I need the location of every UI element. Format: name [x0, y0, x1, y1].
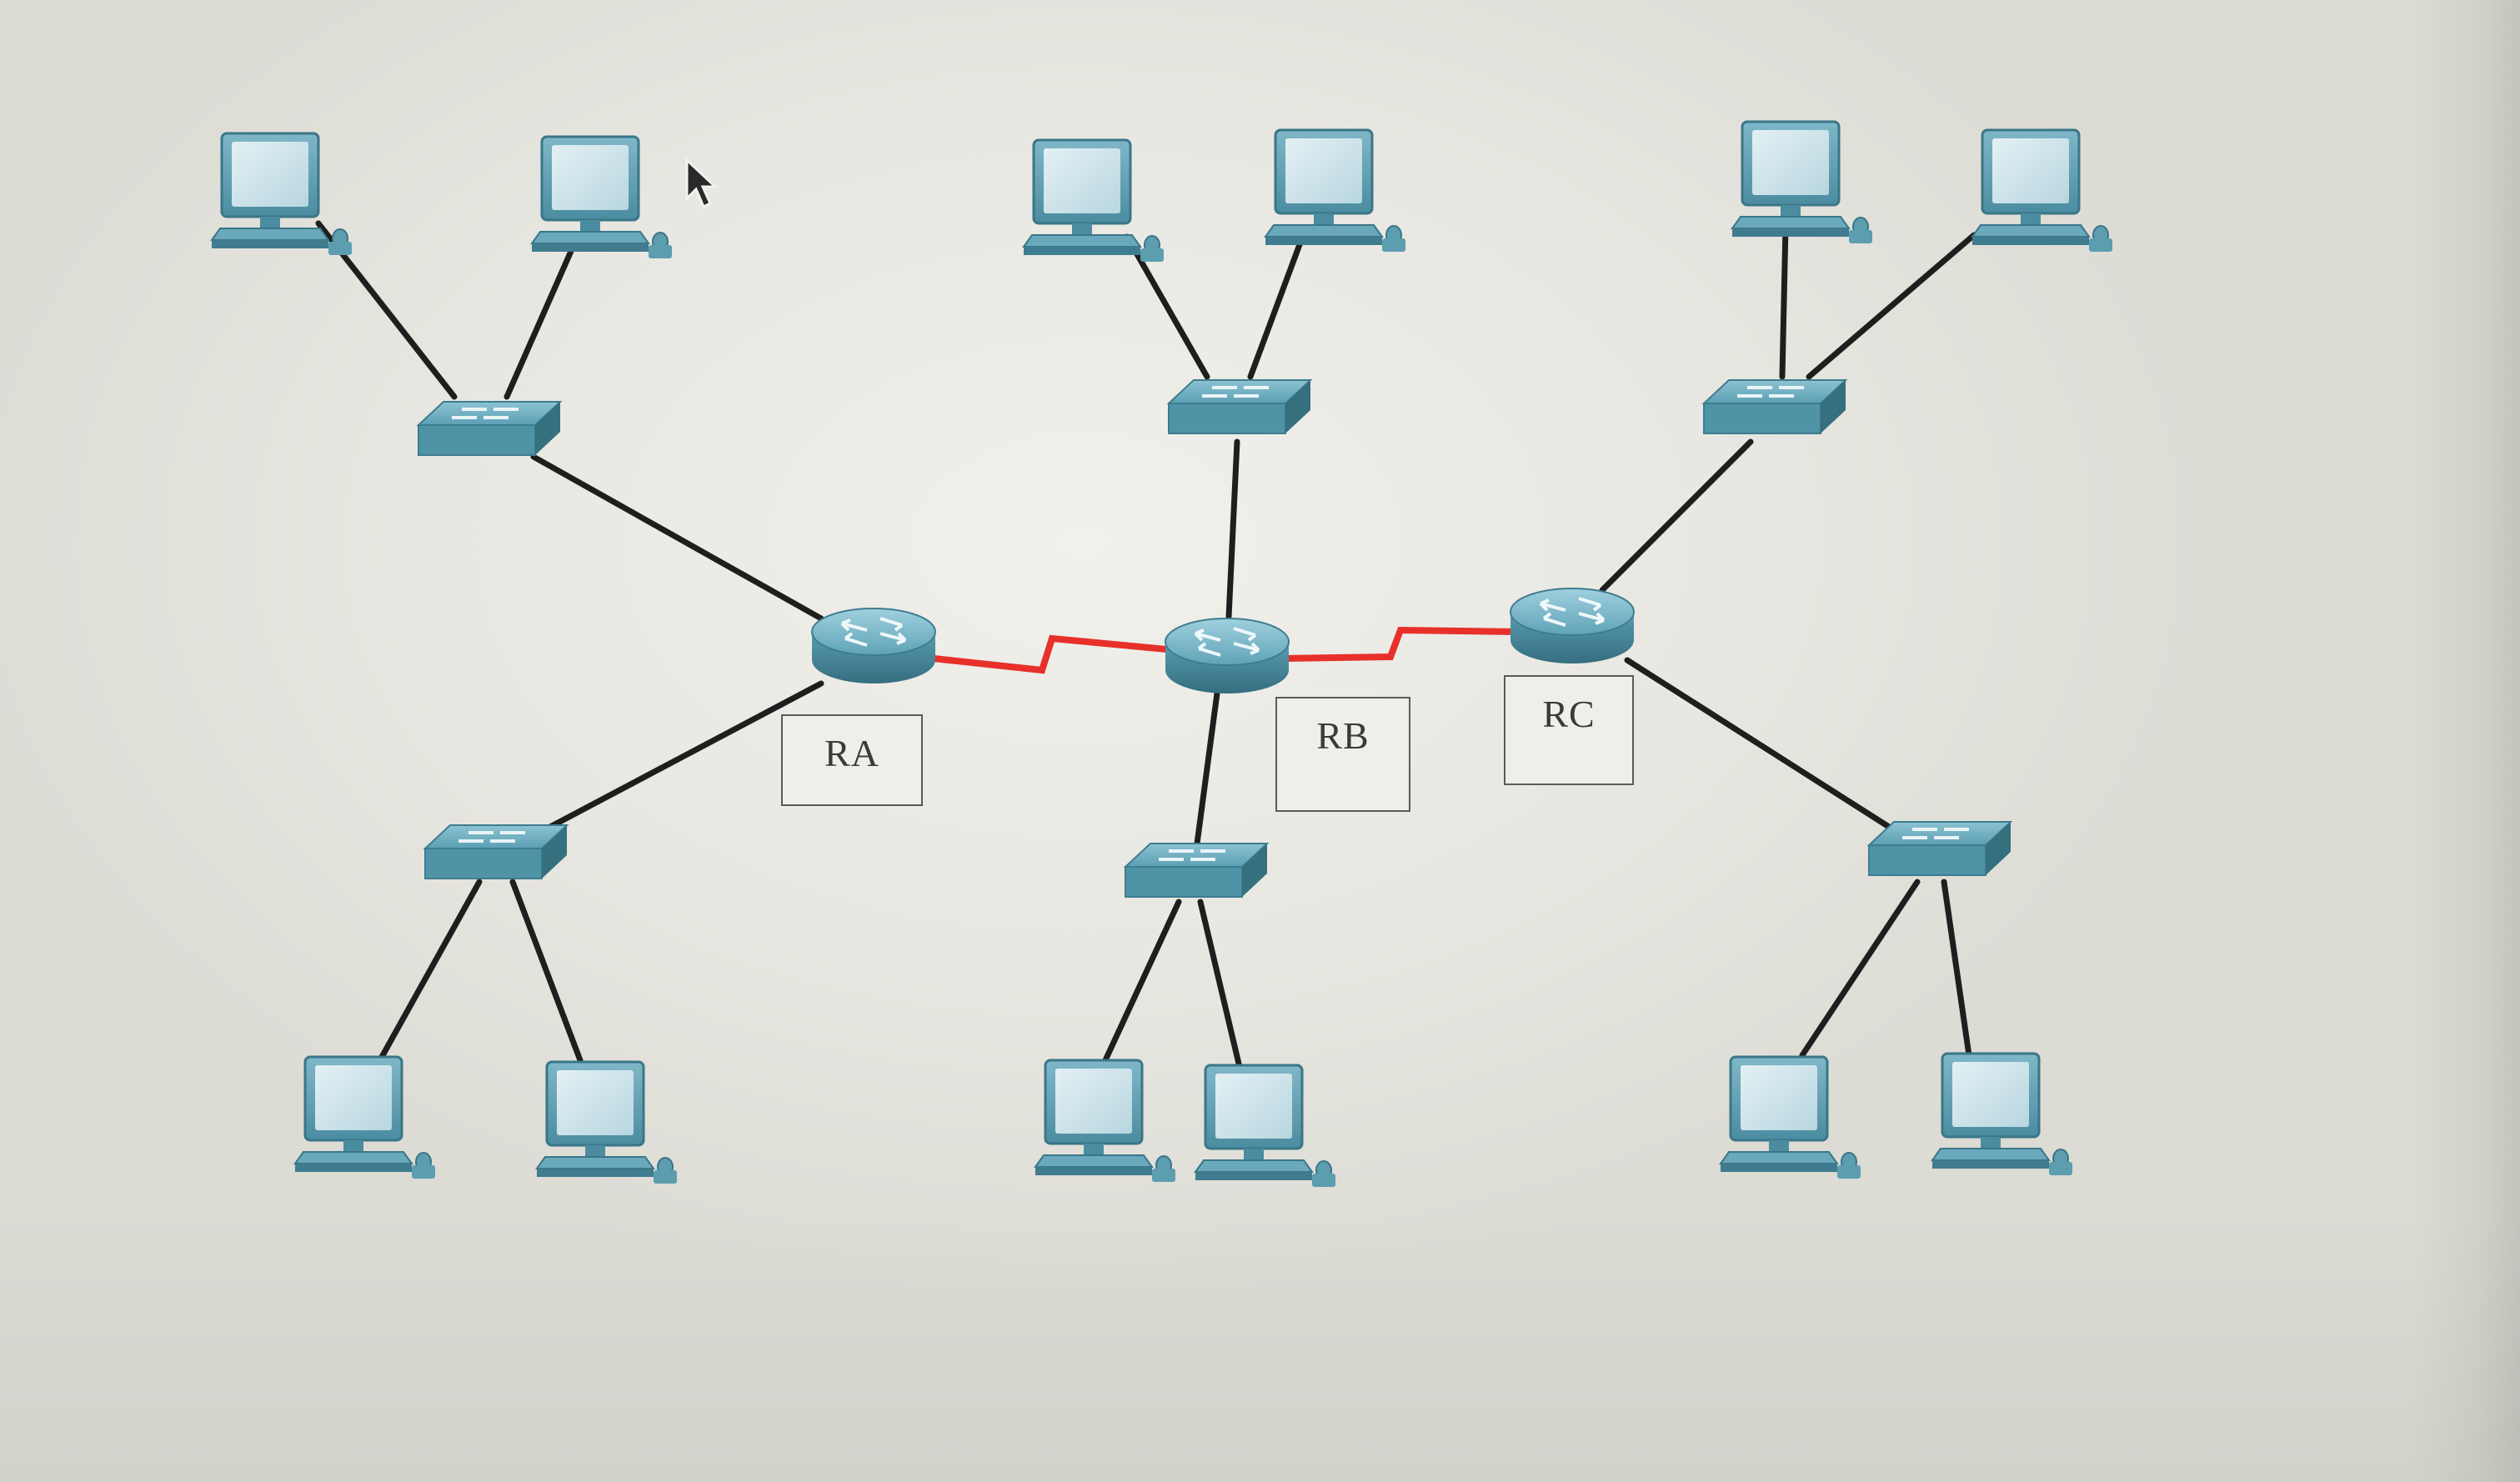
link-pc-c2-switch-c1: [1806, 232, 1977, 380]
lan-links: [315, 220, 1977, 1067]
link-switch-c1-rc: [1599, 438, 1754, 593]
switch-icon[interactable]: [423, 824, 569, 880]
pc-icon[interactable]: [1264, 128, 1407, 253]
pc-icon[interactable]: [1931, 1052, 2074, 1177]
switch-icon[interactable]: [1702, 378, 1847, 435]
switch-icon[interactable]: [417, 400, 562, 457]
router-icon[interactable]: [1164, 617, 1290, 695]
router-label-text: RB: [1316, 714, 1370, 757]
link-rc-switch-c2: [1624, 657, 1892, 830]
link-switch-b1-rb: [1225, 438, 1240, 620]
router-label-text: RA: [824, 732, 879, 774]
pc-icon[interactable]: [1731, 120, 1874, 245]
router-label-ra: RA: [781, 714, 923, 806]
router-icon[interactable]: [810, 607, 937, 685]
link-pc-c1-switch-c1: [1779, 223, 1789, 380]
router-label-text: RC: [1542, 693, 1596, 735]
link-pc-b1-switch-b1: [1124, 233, 1210, 380]
link-pc-a2-switch-a1: [503, 238, 579, 400]
router-label-rb: RB: [1275, 697, 1410, 812]
pcs: [210, 120, 2114, 1189]
serial-link-ra-rb: [933, 634, 1176, 674]
link-rb-switch-b2: [1194, 690, 1220, 847]
screen-bottom-shade: [0, 1215, 2520, 1482]
link-ra-switch-a2: [547, 680, 824, 830]
link-switch-b2-pc-b3: [1102, 899, 1182, 1064]
router-icon[interactable]: [1509, 587, 1636, 665]
mouse-pointer-icon: [685, 157, 719, 209]
switch-icon[interactable]: [1167, 378, 1312, 435]
pc-icon[interactable]: [530, 135, 674, 260]
serial-link-rb-rc: [1281, 626, 1518, 662]
link-switch-a1-ra: [530, 453, 824, 622]
switch-icon[interactable]: [1867, 820, 2012, 877]
link-switch-b2-pc-b4: [1197, 899, 1242, 1067]
pc-icon[interactable]: [1034, 1059, 1177, 1184]
link-switch-a2-pc-a3: [378, 879, 483, 1060]
link-switch-c2-pc-c3: [1799, 879, 1921, 1059]
pc-icon[interactable]: [1971, 128, 2114, 253]
pc-icon[interactable]: [535, 1060, 679, 1185]
pc-icon[interactable]: [1719, 1055, 1862, 1180]
screen-edge-shade: [2412, 0, 2520, 1482]
router-label-rc: RC: [1504, 675, 1634, 785]
switch-icon[interactable]: [1124, 842, 1269, 899]
pc-icon[interactable]: [1194, 1064, 1337, 1189]
link-switch-a2-pc-a4: [509, 879, 584, 1064]
pc-icon[interactable]: [1022, 138, 1165, 263]
pc-icon[interactable]: [293, 1055, 437, 1180]
link-switch-c2-pc-c4: [1941, 879, 1972, 1059]
link-pc-b2-switch-b1: [1247, 230, 1307, 380]
wan-links: [933, 626, 1518, 674]
